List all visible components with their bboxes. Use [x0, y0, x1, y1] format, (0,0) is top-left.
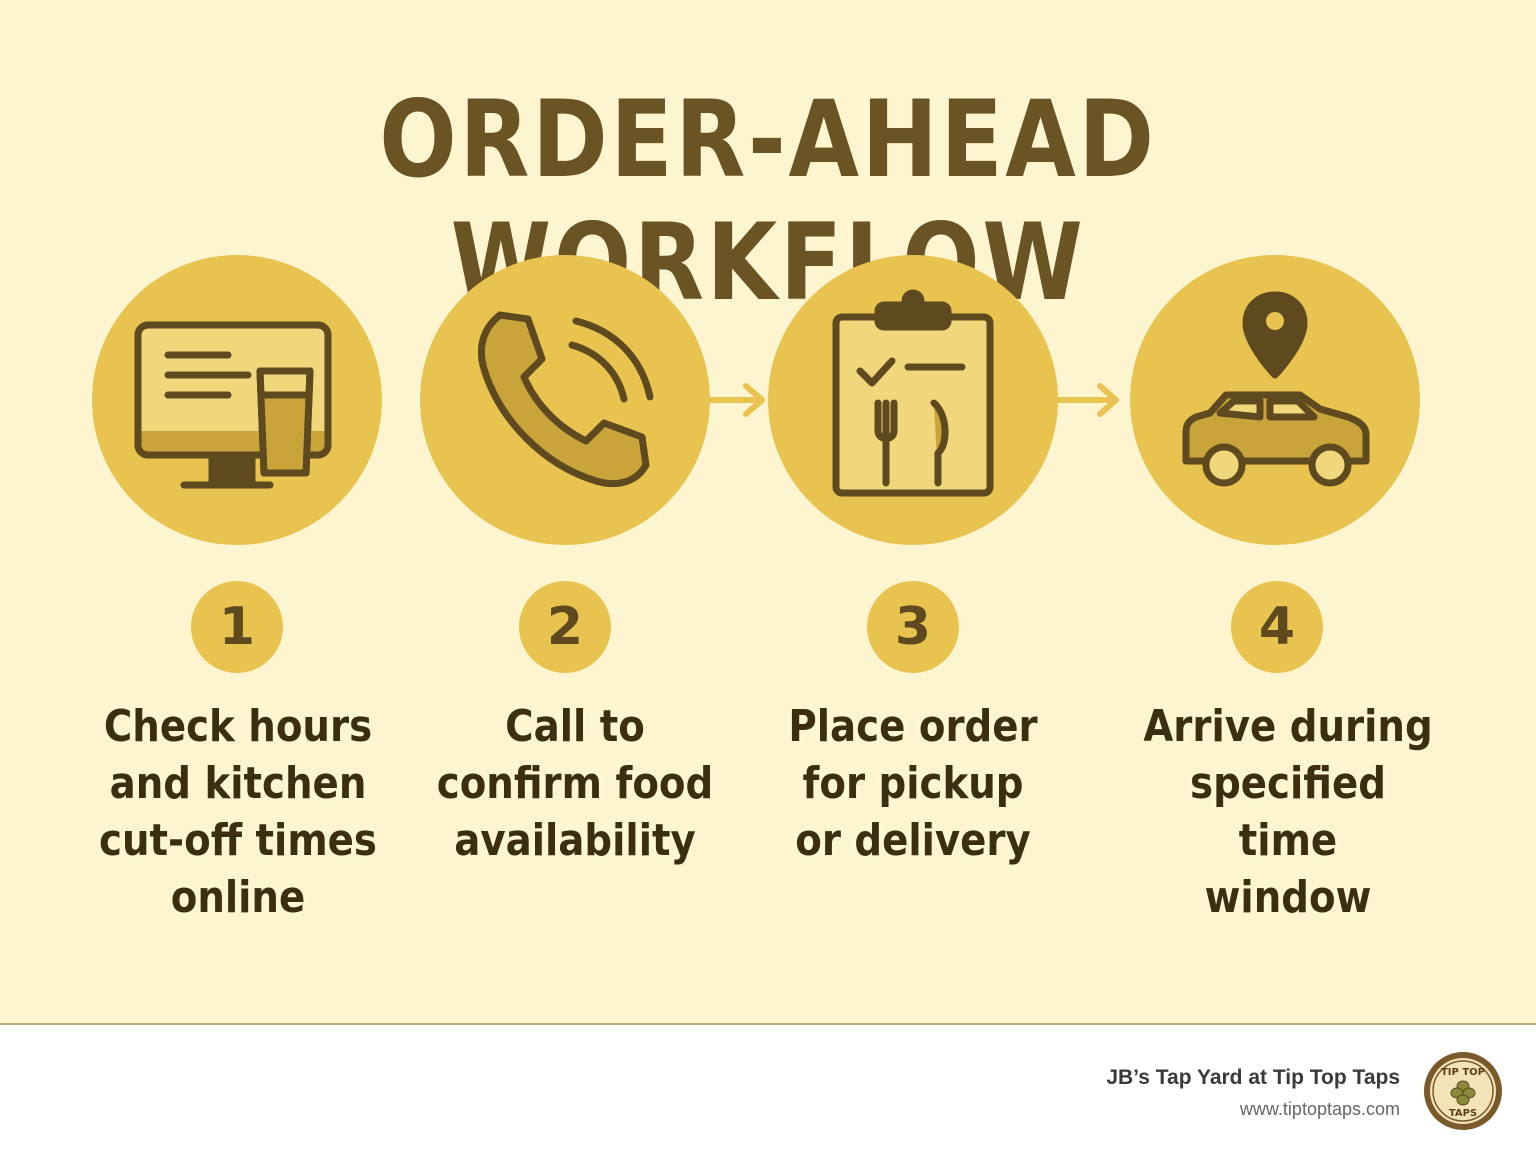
step-3-circle [768, 255, 1058, 545]
car-location-icon [1182, 291, 1370, 487]
step-2-text: Call to confirm food availability [436, 701, 714, 866]
page-title: ORDER-AHEAD WORKFLOW [379, 78, 1157, 324]
footer-url[interactable]: www.tiptoptaps.com [1239, 1099, 1400, 1119]
step-3-number: 3 [867, 581, 959, 673]
step-4-number: 4 [1231, 581, 1323, 673]
step-1-circle [92, 255, 382, 545]
footer-brand: JB’s Tap Yard at Tip Top Taps [1106, 1066, 1400, 1089]
footer-divider [0, 1023, 1536, 1025]
arrow-right-icon [706, 383, 765, 417]
computer-beer-icon [134, 321, 332, 489]
step-1-number: 1 [191, 581, 283, 673]
tip-top-taps-logo: TIP TOP TAPS [1424, 1052, 1502, 1130]
step-4-text: Arrive during specified time window [1143, 701, 1433, 923]
footer [0, 1025, 1536, 1154]
step-4-circle [1130, 255, 1420, 545]
logo-text-top: TIP TOP [1441, 1067, 1485, 1078]
step-2-number: 2 [519, 581, 611, 673]
step-1-text: Check hours and kitchen cut-off times on… [99, 701, 377, 923]
step-2-circle [420, 255, 710, 545]
phone-icon [477, 311, 654, 488]
step-3-text: Place order for pickup or delivery [788, 701, 1038, 866]
arrow-right-icon [1056, 383, 1119, 417]
logo-text-bottom: TAPS [1449, 1108, 1477, 1119]
clipboard-menu-icon [832, 289, 994, 497]
